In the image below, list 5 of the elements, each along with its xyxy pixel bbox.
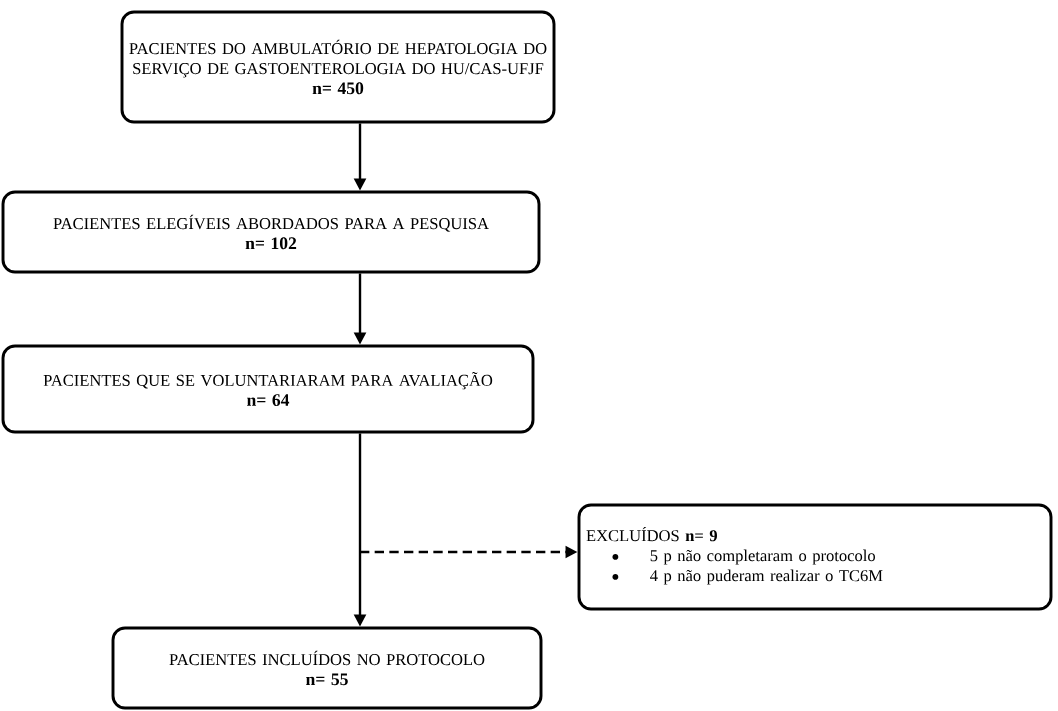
process-box: PACIENTES INCLUÍDOS NO PROTOCOLO n= 55 xyxy=(111,626,543,710)
process-box: PACIENTES DO AMBULATÓRIO DE HEPATOLOGIA DO SERVIÇO DE GASTOENTEROLOGIA DO HU/CAS-UFJF n= 450 xyxy=(120,10,556,124)
process-box: EXCLUÍDOS n= 9 5 p não completaram o protocolo 4 p não puderam realizar o TC6M xyxy=(577,503,1053,611)
process-box: PACIENTES QUE SE VOLUNTARIARAM PARA AVALIAÇÃO n= 64 xyxy=(1,344,535,434)
process-box: PACIENTES ELEGÍVEIS ABORDADOS PARA A PESQUISA n= 102 xyxy=(1,190,541,274)
